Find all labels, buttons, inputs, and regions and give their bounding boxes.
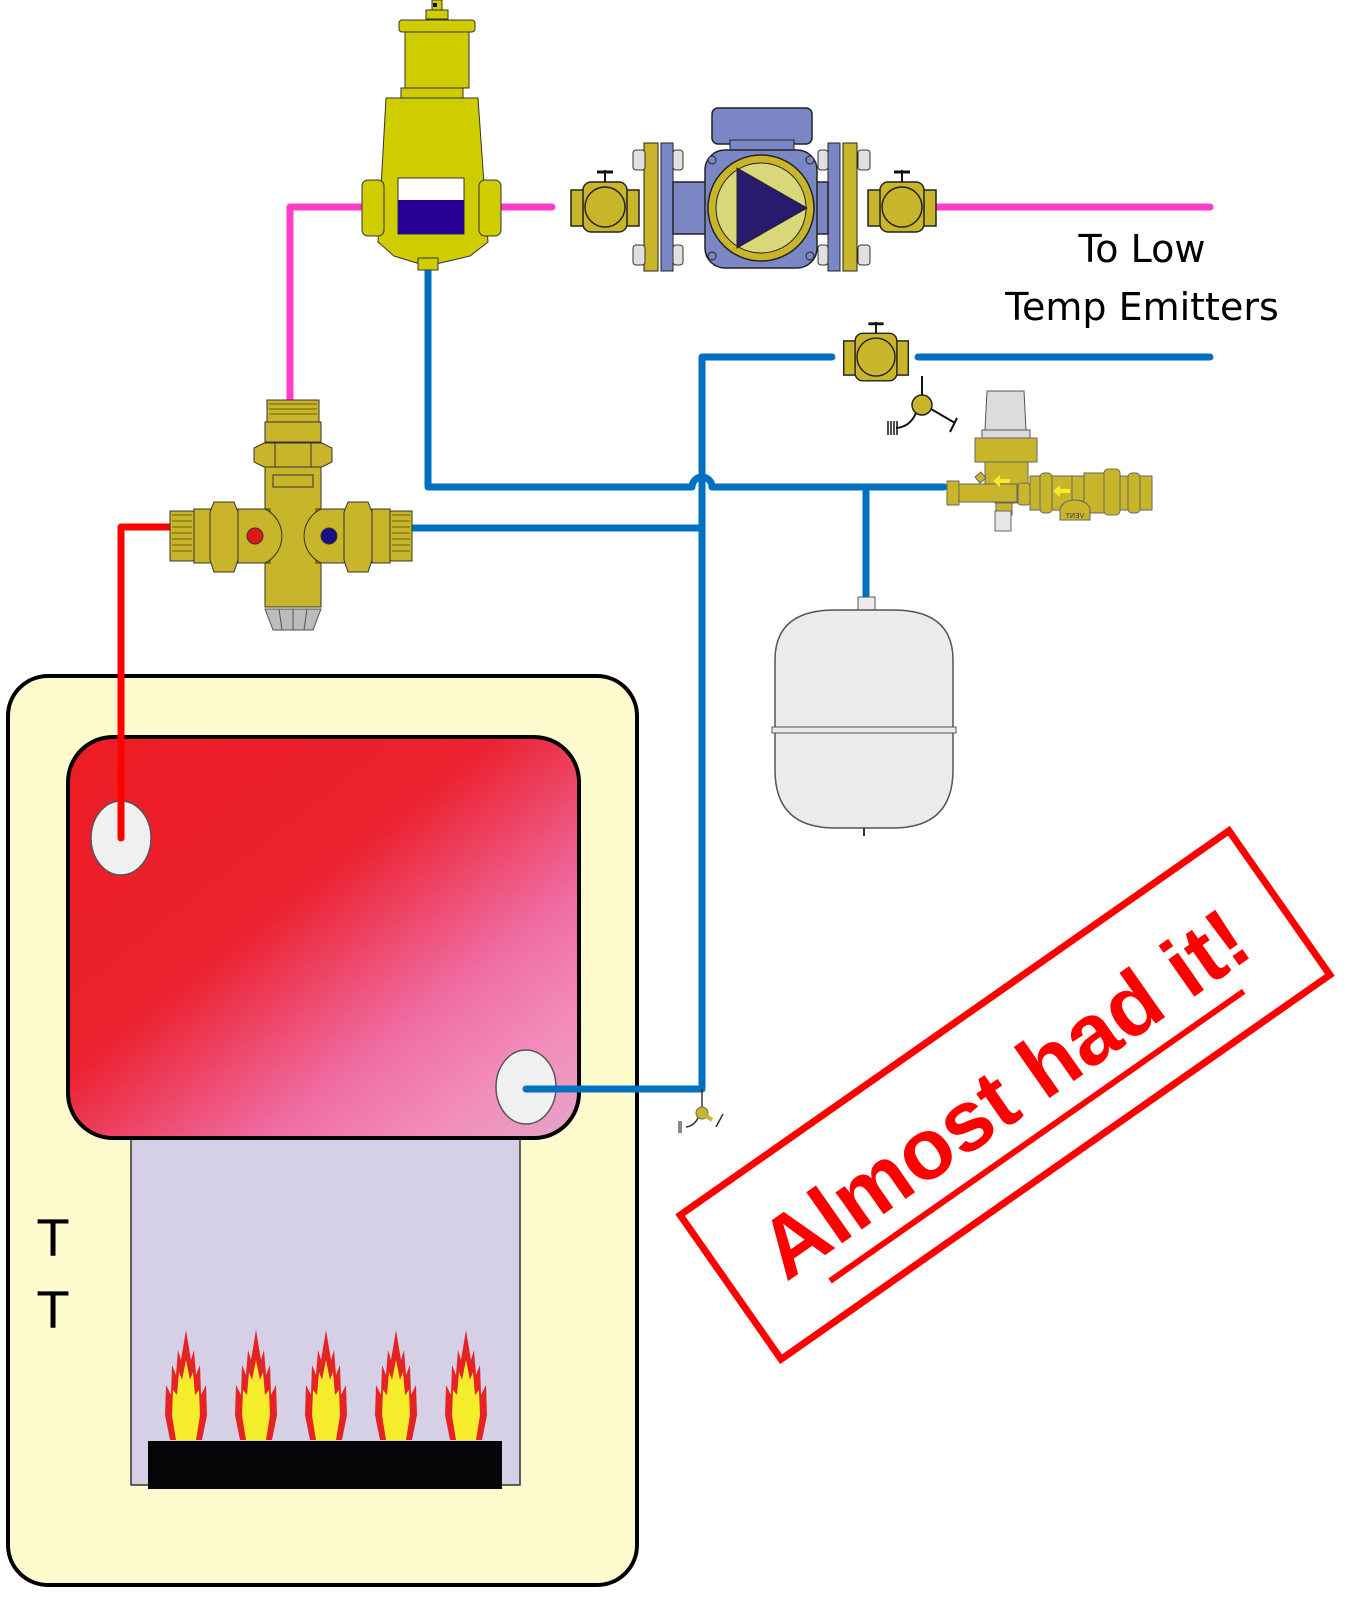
pipes: [117, 203, 1214, 1093]
expansion-tank: [771, 596, 957, 836]
stamp-underline: [828, 988, 1246, 1284]
return-valve[interactable]: [842, 320, 958, 435]
hot-supply-pipe: [117, 523, 176, 842]
flow-direction-icon: [736, 167, 809, 249]
almost-had-it-stamp: Almost had it!: [675, 825, 1335, 1365]
fill-valve[interactable]: VENT: [946, 390, 1153, 532]
air-separator: [361, 0, 502, 271]
boiler-mark-2: T: [37, 1282, 69, 1340]
emitters-label-line2: Temp Emitters: [1004, 285, 1279, 329]
boiler-mark-1: T: [37, 1210, 69, 1268]
mixed-supply-pipe-vertical: [286, 203, 366, 407]
drain-valve[interactable]: [678, 1089, 724, 1133]
cold-indicator-icon: [320, 527, 338, 545]
drain-cap-icon: [911, 394, 933, 416]
heat-exchanger: [66, 735, 581, 1140]
mixing-valve[interactable]: [169, 399, 413, 631]
stamp-text: Almost had it!: [742, 890, 1267, 1297]
stamp-border: [675, 825, 1335, 1365]
separator-drop-pipe: [424, 264, 948, 491]
emitters-label-line1: To Low: [1078, 227, 1206, 271]
pump-assembly: [569, 107, 938, 272]
hot-indicator-icon: [246, 527, 264, 545]
isolation-valve-left[interactable]: [569, 168, 641, 234]
burner-bar: [148, 1441, 502, 1489]
boiler: T T: [6, 674, 639, 1587]
isolation-valve-right[interactable]: [866, 168, 938, 234]
vent-fitting-label: VENT: [1065, 512, 1084, 520]
return-pipe-main: [522, 353, 836, 1093]
pump-terminal-box: [711, 107, 813, 145]
